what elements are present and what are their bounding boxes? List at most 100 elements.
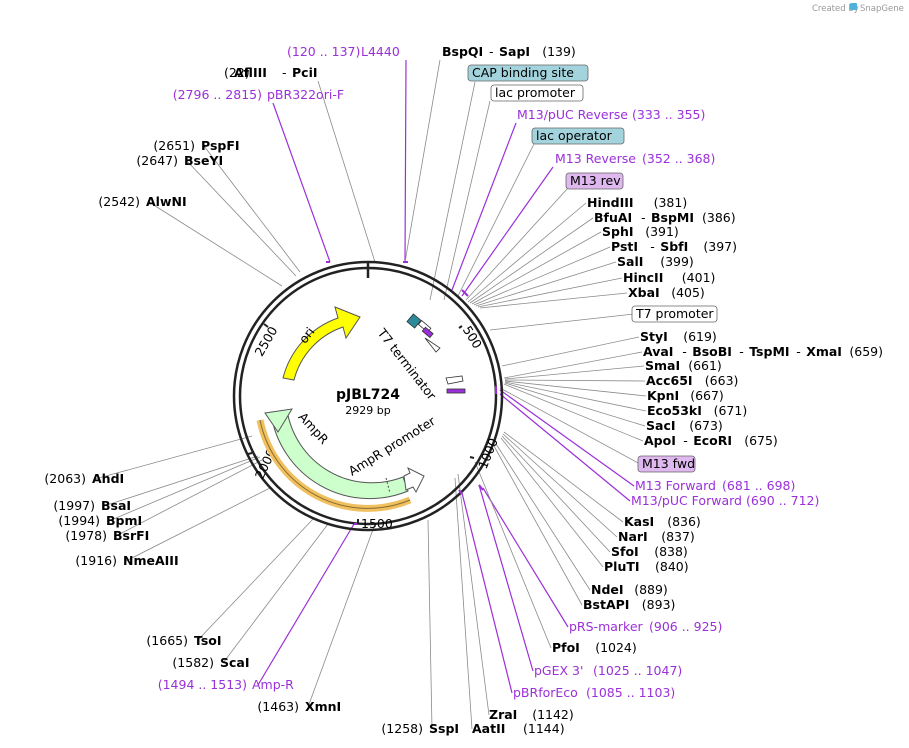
enzyme-pos-pspfi: (2651) — [153, 138, 195, 153]
enzyme-pos-zrai: (1142) — [532, 707, 574, 722]
enzyme-sep: - — [641, 210, 646, 225]
enzyme-sep: - — [796, 344, 801, 359]
ampr-promoter-label: AmpR promoter — [346, 413, 439, 479]
enzyme-nari: NarI — [618, 529, 648, 544]
enzyme-pos-tsoi: (1665) — [146, 633, 188, 648]
leader-bpmi — [108, 456, 261, 522]
feature-box-label-m13-fwd: M13 fwd — [642, 456, 695, 471]
enzyme-pos-xmni: (1463) — [257, 699, 299, 714]
enzyme-pcii: PciI — [292, 65, 318, 80]
leader-lines — [94, 59, 647, 730]
credit-prefix: Created by — [812, 4, 859, 14]
leader-m13-fwd — [499, 387, 641, 465]
leader-cap-binding-site — [429, 81, 476, 301]
enzyme-sep: - — [650, 239, 655, 254]
leader-smai — [504, 365, 645, 380]
plasmid-name: pJBL724 — [336, 387, 400, 403]
primer-name-prs-marker: pRS-marker — [569, 619, 644, 634]
tick-2500-label: 2500 — [252, 324, 281, 359]
enzyme-aatii: AatII — [472, 721, 505, 736]
enzyme-scai: ScaI — [220, 655, 250, 670]
plasmid-length: 2929 bp — [345, 404, 390, 417]
enzyme-ecori: EcoRI — [693, 433, 732, 448]
leader-m13-reverse — [461, 166, 554, 297]
enzyme-sphi: SphI — [602, 224, 634, 239]
feature-box-label-t7-promoter: T7 promoter — [635, 306, 714, 321]
t7-promoter-mark — [445, 375, 464, 385]
enzyme-acc65i: Acc65I — [646, 373, 693, 388]
cap-site-mark — [406, 313, 422, 329]
leader-xbai — [479, 292, 628, 309]
enzyme-nmeaiii: NmeAIII — [123, 553, 179, 568]
enzyme-sep: - — [489, 44, 494, 59]
tick-500: 500 — [458, 323, 485, 351]
enzyme-pos-bpmi: (1994) — [58, 513, 100, 528]
feature-box-m13-fwd[interactable] — [637, 455, 696, 473]
enzyme-pos-acc65i: (663) — [705, 373, 739, 388]
ori-feature[interactable] — [282, 306, 361, 381]
leader-kasi — [503, 431, 624, 523]
feature-box-label-m13-rev: M13 rev — [570, 173, 621, 188]
primer-name-m13-puc-reverse: M13/pUC Reverse — [517, 107, 628, 122]
primer-name-m13-forward: M13 Forward — [635, 478, 716, 493]
m13-rev-mark — [421, 326, 434, 339]
leader-hincii — [477, 277, 623, 308]
leader-bsrfi — [115, 459, 263, 537]
ampr-promoter-feature[interactable] — [403, 466, 425, 494]
enzyme-bsrfi: BsrFI — [113, 528, 149, 543]
enzyme-pos-scai: (1582) — [172, 655, 214, 670]
primer-name-amp-r: Amp-R — [252, 677, 294, 692]
enzyme-sali: SalI — [617, 254, 643, 269]
enzyme-pos-aatii: (1144) — [523, 721, 565, 736]
feature-box-label-lac-operator: lac operator — [536, 128, 613, 143]
enzyme-pos-alwni: (2542) — [98, 194, 140, 209]
tick-1000-label: 1000 — [475, 436, 501, 471]
primer-range-m13-forward: (681 .. 698) — [722, 478, 795, 493]
leader-m13-rev — [465, 187, 569, 301]
enzyme-pos-hindiii: (381) — [654, 195, 688, 210]
ampr-arrowhead — [264, 408, 293, 433]
enzyme-pos-eco53ki: (671) — [714, 403, 748, 418]
leader-nari — [502, 433, 618, 538]
feature-box-lac-promoter[interactable] — [490, 84, 584, 102]
tick-1500: 1500 — [357, 516, 393, 531]
enzyme-pos-smai: (661) — [688, 358, 722, 373]
leader-avai — [503, 351, 643, 379]
m13-fwd-mark — [446, 388, 466, 394]
leader-pgex-3- — [478, 484, 534, 672]
ampr-highlight-edge — [259, 419, 411, 509]
leader-bseyi — [186, 160, 297, 277]
enzyme-bseyi: BseYI — [184, 153, 223, 168]
enzyme-pos-ahdi: (2063) — [44, 471, 86, 486]
enzyme-pos-avai: (659) — [849, 344, 883, 359]
feature-box-m13-rev[interactable] — [565, 172, 624, 190]
enzyme-bfuai: BfuAI — [594, 210, 632, 225]
enzyme-pos-bsrfi: (1978) — [65, 528, 107, 543]
primer-range-amp-r: (1494 .. 1513) — [158, 677, 247, 692]
feature-box-lac-operator[interactable] — [531, 127, 625, 145]
feature-box-cap-binding-site[interactable] — [467, 64, 589, 82]
enzyme-sspi: SspI — [429, 721, 459, 736]
leader-sfoi — [501, 435, 611, 553]
primer-range-prs-marker: (906 .. 925) — [649, 619, 722, 634]
leader--120-137- — [404, 59, 407, 263]
enzyme-ahdi: AhdI — [92, 471, 124, 486]
enzyme-pos-pluti: (840) — [655, 559, 689, 574]
enzyme-pos-pfoi: (1024) — [595, 640, 637, 655]
feature-box-t7-promoter[interactable] — [631, 305, 718, 323]
enzyme-ndei: NdeI — [591, 582, 624, 597]
enzyme-zrai: ZraI — [489, 707, 517, 722]
leader-tsoi — [196, 517, 315, 642]
enzyme-pos-hincii: (401) — [682, 270, 716, 285]
enzyme-sep: - — [682, 344, 687, 359]
leader-pfoi — [474, 461, 552, 649]
enzyme-saci: SacI — [646, 418, 676, 433]
leader-apoi — [503, 383, 644, 442]
leader-lac-operator — [457, 143, 535, 297]
leader-bstapi — [493, 445, 583, 606]
leader-ndei — [495, 443, 591, 591]
leader-saci — [504, 382, 646, 427]
primer-range-m13-puc-reverse: (333 .. 355) — [632, 107, 705, 122]
enzyme-pos-styi: (619) — [683, 329, 717, 344]
leader-lac-promoter — [443, 100, 491, 301]
